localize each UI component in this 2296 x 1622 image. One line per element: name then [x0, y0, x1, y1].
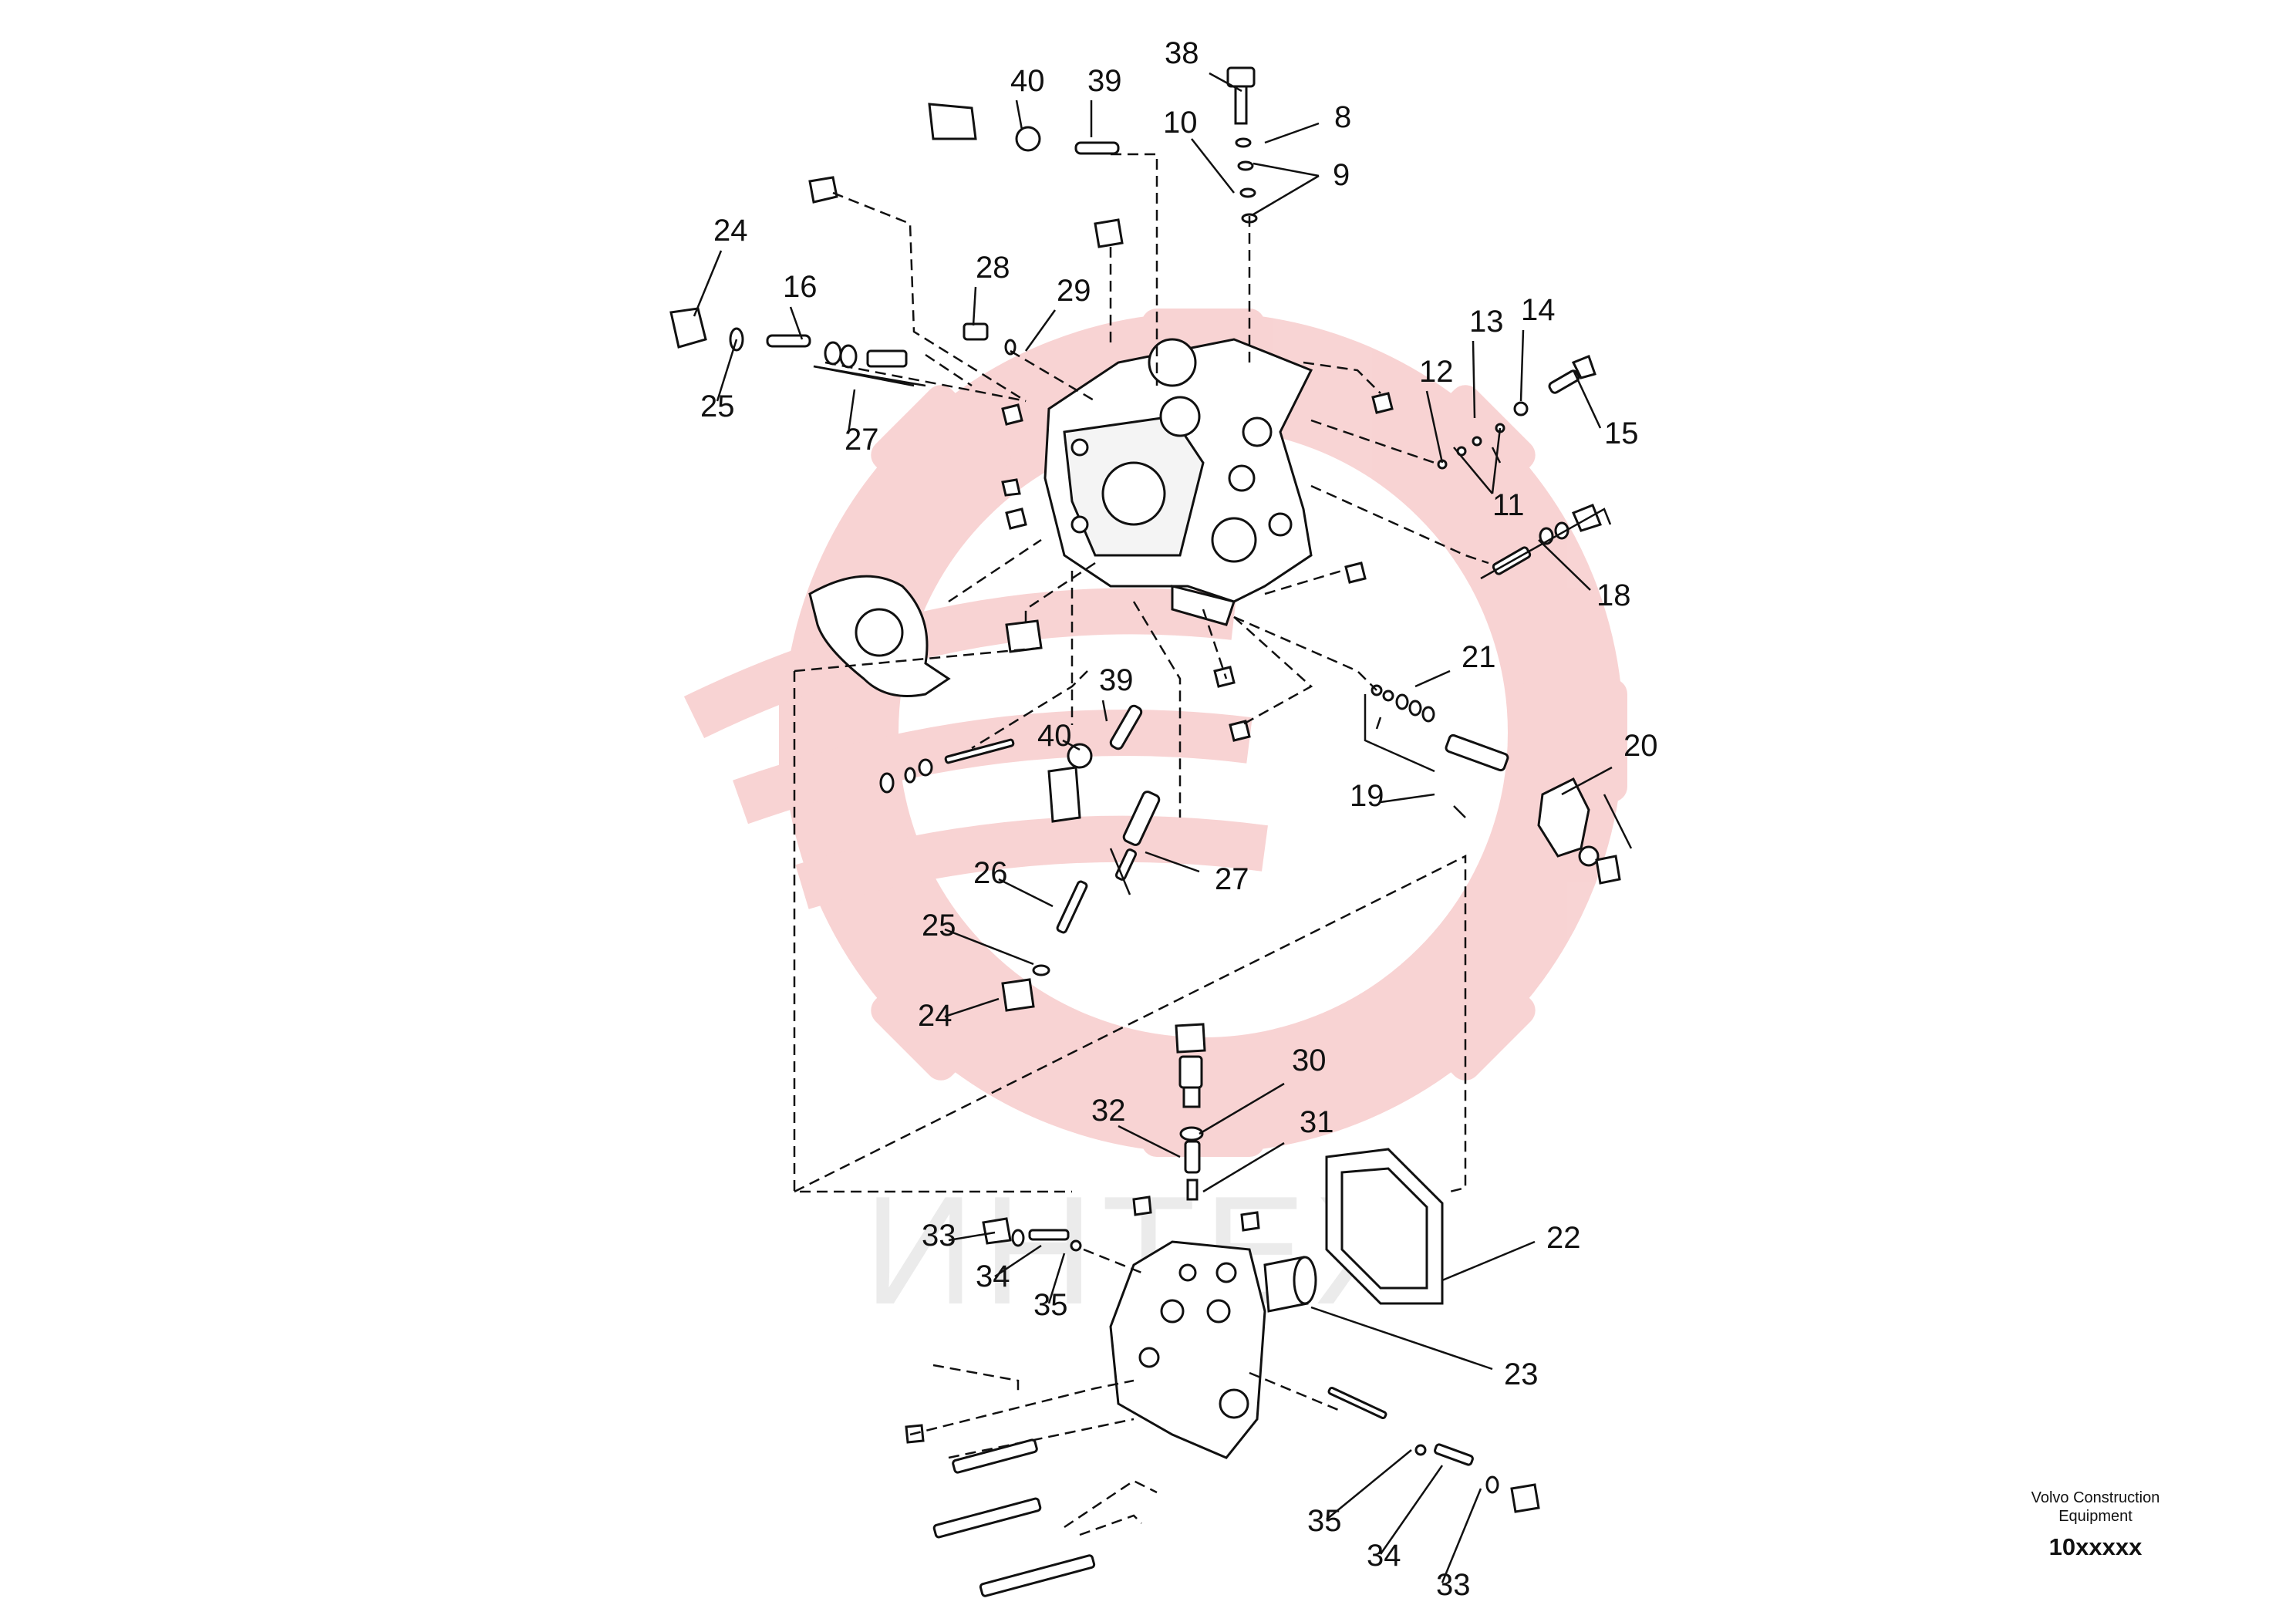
leader-line-16 [789, 306, 804, 340]
callout-label-27: 27 [1215, 862, 1249, 896]
callout-label-18: 18 [1596, 578, 1631, 612]
callout-label-11: 11 [1492, 488, 1525, 522]
callout-leaders [693, 72, 1613, 1583]
callout-label-39: 39 [1099, 663, 1134, 697]
leader-line-32 [1118, 1125, 1181, 1158]
leader-line-40 [1062, 739, 1081, 751]
callout-label-34: 34 [976, 1259, 1010, 1293]
callout-label-32: 32 [1091, 1094, 1126, 1128]
leader-line-25 [716, 339, 738, 402]
leader-line-35 [1326, 1449, 1412, 1520]
leader-line-12 [1425, 390, 1444, 464]
callout-labels: 38 40 39 10 8 9 24 16 28 29 13 14 12 25 15 27 11 18 21 39 40… [700, 36, 1658, 1602]
callout-label-25: 25 [922, 909, 956, 943]
leader-line-15 [1572, 369, 1602, 429]
callout-label-25: 25 [700, 389, 735, 423]
drawing-code: 10xxxxx [2048, 1533, 2143, 1560]
assembly-guide-lines [793, 153, 1489, 1536]
callout-label-30: 30 [1292, 1044, 1327, 1077]
leader-line-31 [1202, 1141, 1285, 1193]
leader-line-27 [847, 389, 856, 434]
leader-line-11 [1491, 427, 1502, 494]
callout-label-28: 28 [976, 251, 1010, 285]
leader-line-26 [998, 878, 1054, 908]
callout-label-14: 14 [1521, 293, 1556, 327]
callout-label-13: 13 [1469, 305, 1504, 339]
leader-line-22 [1441, 1240, 1536, 1282]
brand-line-2: Equipment [2058, 1508, 2132, 1525]
watermark-blades [683, 588, 1268, 909]
callout-label-8: 8 [1334, 100, 1351, 134]
leader-line-24 [944, 997, 1000, 1018]
leader-line-33 [1441, 1488, 1482, 1583]
leader-line-14 [1519, 329, 1525, 402]
callout-label-35: 35 [1033, 1288, 1068, 1322]
callout-label-39: 39 [1087, 64, 1122, 98]
leader-line-18 [1538, 539, 1591, 591]
callout-label-21: 21 [1462, 640, 1496, 674]
brand-block: Volvo Construction Equipment 10xxxxx [1980, 1489, 2211, 1561]
callout-label-12: 12 [1419, 355, 1454, 389]
callout-label-38: 38 [1165, 36, 1199, 70]
pump-housing [1043, 338, 1313, 626]
leader-line-40 [1015, 99, 1023, 130]
leader-line-8 [1264, 122, 1320, 144]
leader-line-27 [1145, 851, 1200, 873]
callout-label-35: 35 [1307, 1504, 1342, 1538]
leader-line-38 [1209, 72, 1242, 93]
leader-line-33 [948, 1231, 996, 1242]
callout-label-9: 9 [1333, 158, 1350, 192]
leader-line-23 [1310, 1306, 1493, 1371]
control-valve-block [1109, 1240, 1266, 1459]
callout-label-33: 33 [1436, 1568, 1471, 1602]
watermark-gear-teeth [779, 309, 1627, 1157]
leader-line-35 [1047, 1253, 1066, 1304]
callout-label-20: 20 [1623, 729, 1658, 763]
leader-line-21 [1414, 669, 1451, 688]
leader-line-28 [972, 286, 977, 326]
leader-line-9 [1253, 174, 1320, 216]
callout-label-33: 33 [922, 1219, 956, 1253]
callout-label-24: 24 [918, 999, 952, 1033]
gasket-22 [1325, 1148, 1444, 1305]
leader-line-34 [994, 1244, 1042, 1278]
callout-label-24: 24 [713, 214, 748, 248]
leader-line-19 [1380, 793, 1435, 804]
brand-line-1: Volvo Construction [2031, 1489, 2160, 1506]
gasket-plate-left [808, 575, 951, 697]
small-parts [669, 66, 1621, 1597]
callout-label-29: 29 [1057, 274, 1091, 308]
leader-line-11 [1453, 447, 1493, 494]
leader-line-9 [1253, 162, 1320, 177]
leader-line-27 [813, 365, 915, 387]
callout-label-22: 22 [1546, 1221, 1581, 1255]
leader-line-24 [693, 250, 723, 317]
callout-label-19: 19 [1350, 779, 1384, 813]
callout-label-23: 23 [1504, 1357, 1539, 1391]
callout-label-26: 26 [973, 856, 1008, 890]
leader-line-10 [1191, 138, 1235, 194]
callout-label-40: 40 [1010, 64, 1045, 98]
leader-line-30 [1199, 1082, 1285, 1135]
callout-label-16: 16 [783, 270, 818, 304]
leader-line-25 [944, 928, 1034, 966]
callout-label-15: 15 [1604, 416, 1639, 450]
leader-line-39 [1101, 700, 1108, 722]
leader-line-34 [1379, 1465, 1444, 1555]
callout-label-31: 31 [1300, 1105, 1334, 1139]
callout-label-34: 34 [1367, 1539, 1401, 1573]
leader-line-29 [1024, 309, 1057, 352]
leader-line-13 [1472, 340, 1476, 419]
leader-line-20 [1561, 766, 1613, 796]
callout-label-27: 27 [845, 423, 879, 457]
callout-label-40: 40 [1037, 719, 1072, 753]
callout-label-10: 10 [1163, 106, 1198, 140]
